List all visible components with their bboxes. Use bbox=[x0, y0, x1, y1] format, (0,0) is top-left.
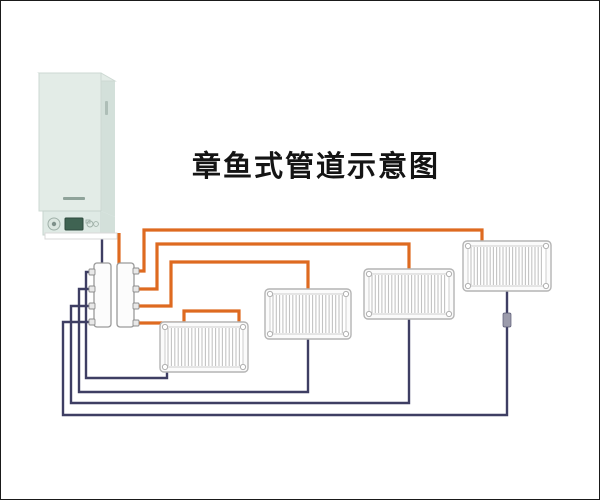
return-pipe-radiator-3 bbox=[69, 304, 411, 405]
page-title: 章鱼式管道示意图 bbox=[191, 149, 440, 183]
return-manifold-port-2[interactable] bbox=[88, 285, 96, 293]
return-pipe-network bbox=[61, 239, 512, 417]
radiator-3-corner-br bbox=[445, 310, 453, 318]
boiler-button-3[interactable] bbox=[85, 219, 91, 224]
boiler-bottom-tray bbox=[44, 232, 118, 240]
valve-marker-radiator-4 bbox=[502, 312, 512, 328]
boiler-brand-logo bbox=[63, 197, 85, 200]
radiator-1[interactable] bbox=[159, 321, 249, 373]
supply-pipe-network bbox=[117, 228, 484, 325]
boiler-side-panel bbox=[101, 73, 115, 217]
boiler-unit[interactable] bbox=[37, 72, 118, 240]
boiler-button-2[interactable] bbox=[93, 221, 99, 227]
supply-manifold-port-2[interactable] bbox=[132, 285, 140, 293]
manifold-assembly[interactable] bbox=[88, 262, 140, 328]
radiator-1-panel bbox=[164, 326, 244, 368]
supply-manifold[interactable] bbox=[116, 262, 135, 328]
radiator-1-fins bbox=[167, 328, 240, 366]
radiator-3-panel bbox=[368, 273, 450, 315]
return-pipe-radiator-1 bbox=[84, 270, 169, 380]
return-pipe-radiator-2 bbox=[77, 287, 310, 394]
radiator-1-corner-br bbox=[239, 363, 247, 371]
radiator-4-corner-br bbox=[542, 282, 550, 290]
boiler-side-brand-logo bbox=[105, 101, 108, 115]
return-manifold-port-1[interactable] bbox=[88, 268, 96, 276]
radiator-3-corner-bl bbox=[365, 310, 373, 318]
radiator-2-panel bbox=[269, 293, 347, 335]
radiator-2[interactable] bbox=[264, 288, 352, 340]
supply-manifold-port-3[interactable] bbox=[132, 302, 140, 310]
radiator-3[interactable] bbox=[363, 268, 455, 320]
radiator-4-corner-tr bbox=[542, 242, 550, 250]
radiator-1-corner-tr bbox=[239, 323, 247, 331]
supply-pipe-radiator-2 bbox=[135, 260, 310, 308]
radiator-2-corner-bl bbox=[266, 330, 274, 338]
radiator-1-corner-tl bbox=[161, 323, 169, 331]
radiator-3-corner-tl bbox=[365, 270, 373, 278]
radiator-4-corner-bl bbox=[464, 282, 472, 290]
return-manifold-port-4[interactable] bbox=[88, 318, 96, 326]
radiator-1-corner-bl bbox=[161, 363, 169, 371]
supply-pipe-radiator-1 bbox=[135, 309, 241, 325]
radiator-4-panel bbox=[467, 245, 547, 287]
radiator-4-corner-tl bbox=[464, 242, 472, 250]
radiator-3-fins bbox=[371, 275, 446, 313]
supply-manifold-port-4[interactable] bbox=[132, 319, 140, 327]
supply-pipe-radiator-3 bbox=[135, 242, 411, 291]
radiator-2-corner-br bbox=[342, 330, 350, 338]
boiler-lcd-display bbox=[64, 217, 84, 231]
radiator-2-corner-tl bbox=[266, 290, 274, 298]
supply-manifold-port-1[interactable] bbox=[132, 267, 140, 275]
boiler-control-shelf-side bbox=[101, 211, 115, 237]
radiator-2-fins bbox=[272, 295, 343, 333]
radiator-3-corner-tr bbox=[445, 270, 453, 278]
radiator-4[interactable] bbox=[462, 240, 552, 292]
radiator-2-corner-tr bbox=[342, 290, 350, 298]
boiler-outline bbox=[38, 72, 102, 212]
supply-pipe-radiator-4 bbox=[135, 228, 484, 273]
return-manifold-port-3[interactable] bbox=[88, 302, 96, 310]
boiler-knob-indicator bbox=[51, 221, 57, 227]
return-manifold[interactable] bbox=[93, 262, 112, 328]
return-pipe-radiator-4 bbox=[61, 291, 509, 417]
radiator-4-fins bbox=[470, 247, 542, 285]
